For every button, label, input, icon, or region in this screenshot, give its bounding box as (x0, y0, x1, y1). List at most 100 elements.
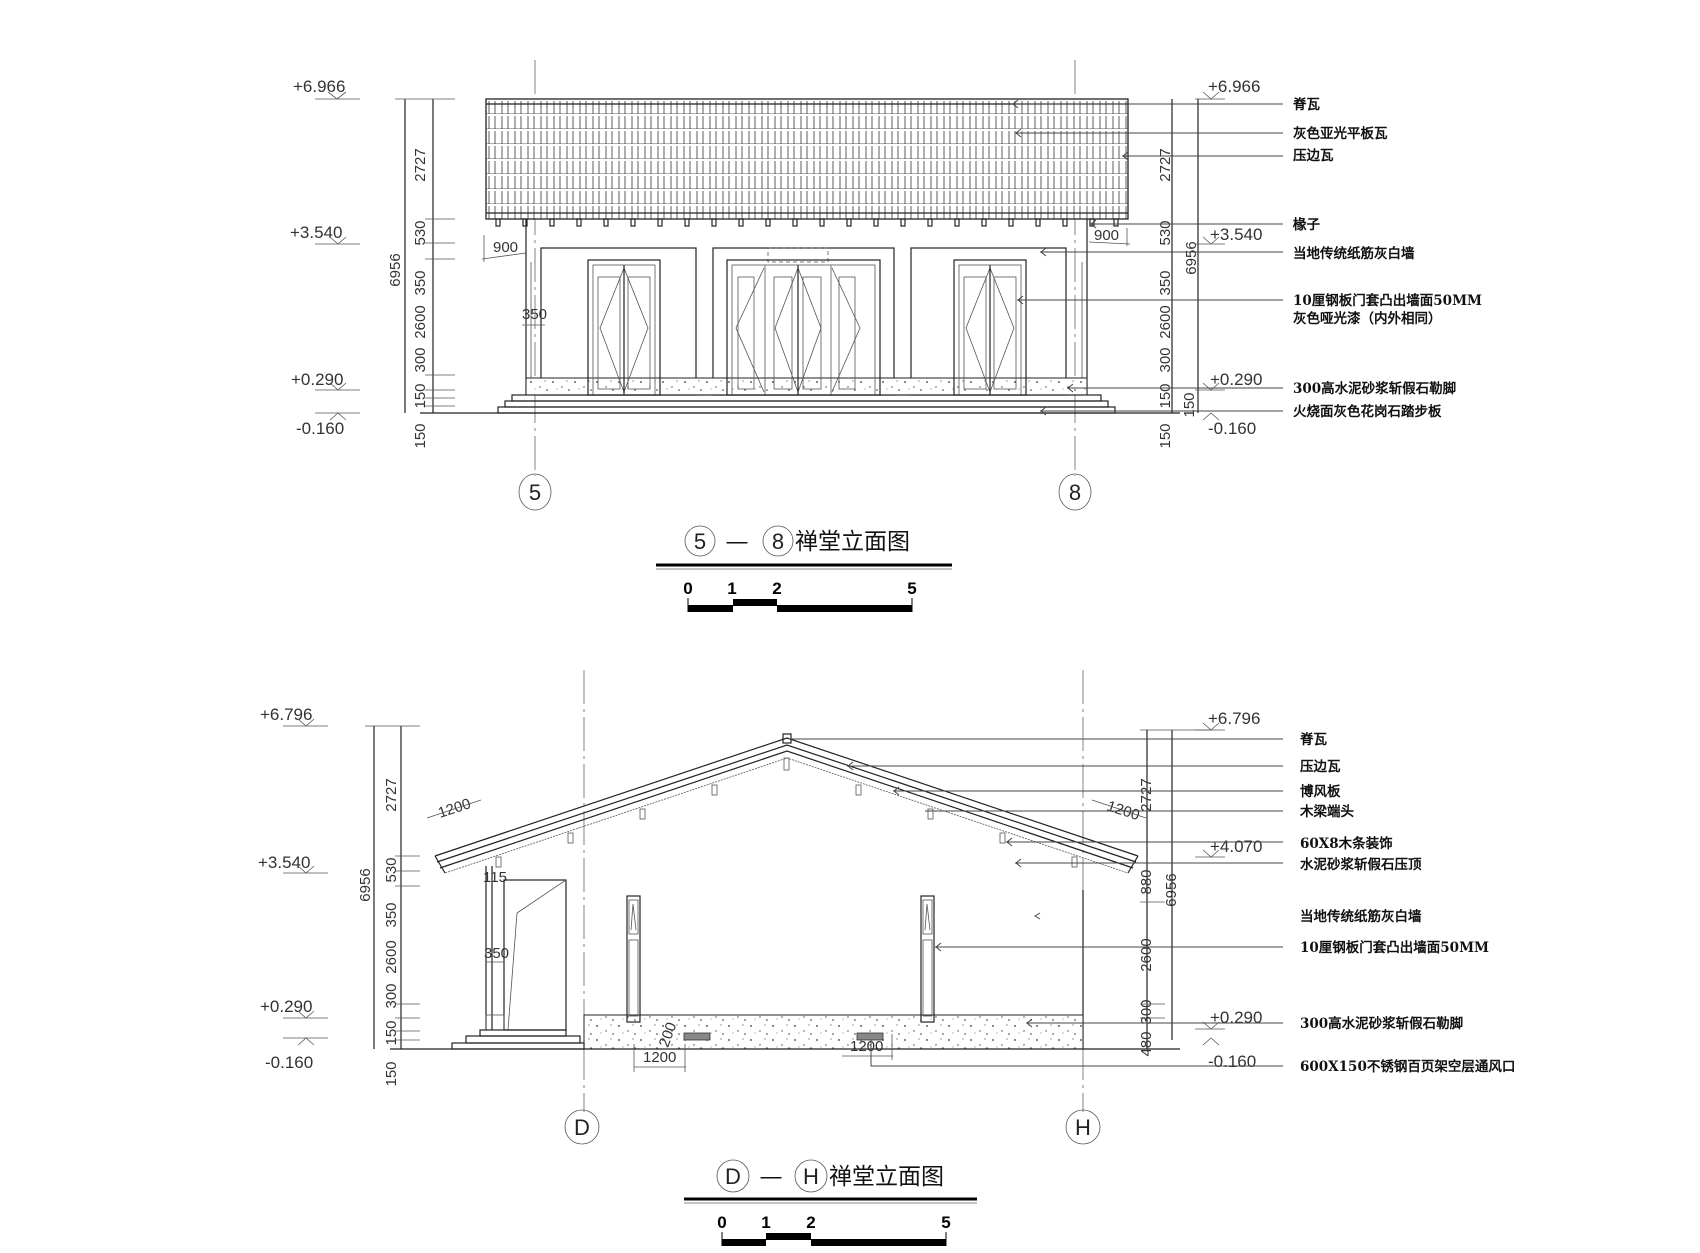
label-ridge-tile-b: 脊瓦 (1299, 731, 1328, 748)
elevation-marks-left: +6.966 +3.540 +0.290 -0.160 (290, 77, 360, 438)
elev-top-b: +6.796 (260, 705, 312, 724)
plinth (525, 377, 1088, 396)
svg-text:1: 1 (761, 1213, 770, 1232)
label-plinth: 300高水泥砂浆斩假石勒脚 (1293, 380, 1456, 397)
dim-total: 6956 (387, 253, 404, 286)
label-wall: 当地传统纸筋灰白墙 (1293, 245, 1415, 262)
dim-480: 480 (1138, 1031, 1155, 1056)
door-center (726, 259, 881, 396)
dim-2600-right-b: 2600 (1138, 938, 1155, 971)
elev-floor-right-b: +0.290 (1210, 1008, 1262, 1027)
dim-total-right: 6956 (1183, 241, 1200, 274)
svg-text:H: H (1075, 1115, 1091, 1140)
label-edge-tile: 压边瓦 (1293, 148, 1334, 164)
leaders-bottom (789, 738, 1283, 1028)
svg-text:8: 8 (1069, 480, 1081, 505)
grid-bubble-5: 5 (518, 473, 552, 511)
elev-top: +6.966 (293, 77, 345, 96)
door-right (953, 259, 1027, 396)
svg-text:1: 1 (727, 579, 736, 598)
elevation-bottom: 1200 200 1200 1200 1200 115 350 2727 530 (258, 670, 1515, 1246)
svg-text:H: H (803, 1164, 819, 1189)
dim-2600-b: 2600 (383, 940, 400, 973)
elev-eave-right: +3.540 (1210, 225, 1262, 244)
dim-300: 300 (412, 347, 429, 372)
svg-text:5: 5 (694, 529, 706, 554)
plinth-bottom (583, 1014, 1084, 1050)
svg-text:—: — (726, 529, 749, 555)
dim-150-b: 150 (383, 1020, 400, 1045)
dim-total-right-b: 6956 (1163, 873, 1180, 906)
elev-mid-right-b: +4.070 (1210, 837, 1262, 856)
dim-pier-bottom: 350 (484, 945, 509, 962)
label-door-paint: 灰色哑光漆（内外相同） (1293, 310, 1442, 327)
material-labels-bottom: 脊瓦 压边瓦 博风板 木梁端头 60X8木条装饰 水泥砂浆斩假石压顶 当地传统纸… (1299, 731, 1515, 1075)
dim-chain-right: 2727 530 350 2600 300 150 150 150 6956 (1157, 99, 1200, 449)
svg-text:2: 2 (806, 1213, 815, 1232)
dim-300-right-b: 300 (1138, 999, 1155, 1024)
dim-150-below: 150 (412, 423, 429, 448)
svg-text:2: 2 (772, 579, 781, 598)
svg-text:8: 8 (772, 529, 784, 554)
dim-300-right: 300 (1157, 347, 1174, 372)
svg-text:5: 5 (941, 1213, 950, 1232)
dim-overhang-left: 900 (493, 239, 518, 256)
elev-ground-b: -0.160 (265, 1053, 313, 1072)
elevation-marks-right-bottom: +6.796 +4.070 +0.290 -0.160 (1195, 709, 1262, 1071)
dim-chain-left: 2727 530 350 2600 300 150 150 6956 (387, 98, 455, 449)
drawing-title-bottom: 禅堂立面图 (829, 1164, 944, 1190)
step-1 (511, 394, 1102, 402)
svg-text:5: 5 (529, 480, 541, 505)
dim-total-b: 6956 (357, 868, 374, 901)
dim-vent-right: 1200 (850, 1038, 883, 1055)
label-roof-tile: 灰色亚光平板瓦 (1293, 125, 1388, 142)
dim-150: 150 (412, 383, 429, 408)
dim-post: 115 (483, 869, 507, 886)
svg-text:D: D (574, 1115, 590, 1140)
grid-bubble-8: 8 (1058, 473, 1092, 511)
svg-text:0: 0 (683, 579, 692, 598)
dim-150-right-c: 150 (1157, 423, 1174, 448)
dim-2600: 2600 (412, 305, 429, 338)
label-barge-board: 博风板 (1300, 783, 1341, 800)
dim-150-right-b: 150 (1181, 392, 1198, 417)
elev-top-right-b: +6.796 (1208, 709, 1260, 728)
label-edge-tile-b: 压边瓦 (1300, 759, 1341, 775)
dim-2727-b: 2727 (383, 778, 400, 811)
vent-left (683, 1032, 711, 1041)
dim-pier: 350 (522, 306, 547, 323)
dim-530: 530 (412, 220, 429, 245)
rafters (495, 218, 1119, 227)
scale-bar-bottom: 0 1 2 5 (717, 1213, 951, 1246)
dim-530-right: 530 (1157, 220, 1174, 245)
elev-eave: +3.540 (290, 223, 342, 242)
roof-tiles (485, 98, 1129, 220)
dim-chain-left-bottom: 2727 530 350 2600 300 150 150 6956 (357, 725, 420, 1087)
door-left (587, 259, 661, 396)
side-door-left (626, 895, 641, 1023)
title-block-bottom: D — H 禅堂立面图 (684, 1159, 977, 1204)
elev-ground: -0.160 (296, 419, 344, 438)
elev-ground-right: -0.160 (1208, 419, 1256, 438)
elev-eave-b: +3.540 (258, 853, 310, 872)
vent-right (856, 1032, 884, 1041)
dim-530-b: 530 (383, 857, 400, 882)
label-door-frame: 10厘钢板门套凸出墙面50MM (1293, 292, 1482, 309)
dim-2727-right: 2727 (1157, 148, 1174, 181)
leaders-top (1012, 99, 1283, 416)
dim-880: 880 (1138, 869, 1155, 894)
dim-overhang-right: 900 (1094, 227, 1119, 244)
label-ridge-tile: 脊瓦 (1292, 96, 1321, 113)
label-coping: 水泥砂浆斩假石压顶 (1300, 856, 1422, 873)
dim-350: 350 (412, 270, 429, 295)
label-door-frame-b: 10厘钢板门套凸出墙面50MM (1300, 939, 1489, 956)
dim-300-b: 300 (383, 983, 400, 1008)
label-step: 火烧面灰色花岗石踏步板 (1293, 403, 1442, 420)
porch-left (451, 866, 585, 1050)
label-beam-end: 木梁端头 (1299, 803, 1354, 820)
elev-ground-right-b: -0.160 (1208, 1052, 1256, 1071)
side-door-right (920, 895, 935, 1023)
label-wood-strip: 60X8木条装饰 (1300, 835, 1393, 852)
material-labels-top: 脊瓦 灰色亚光平板瓦 压边瓦 椽子 当地传统纸筋灰白墙 10厘钢板门套凸出墙面5… (1292, 96, 1482, 420)
